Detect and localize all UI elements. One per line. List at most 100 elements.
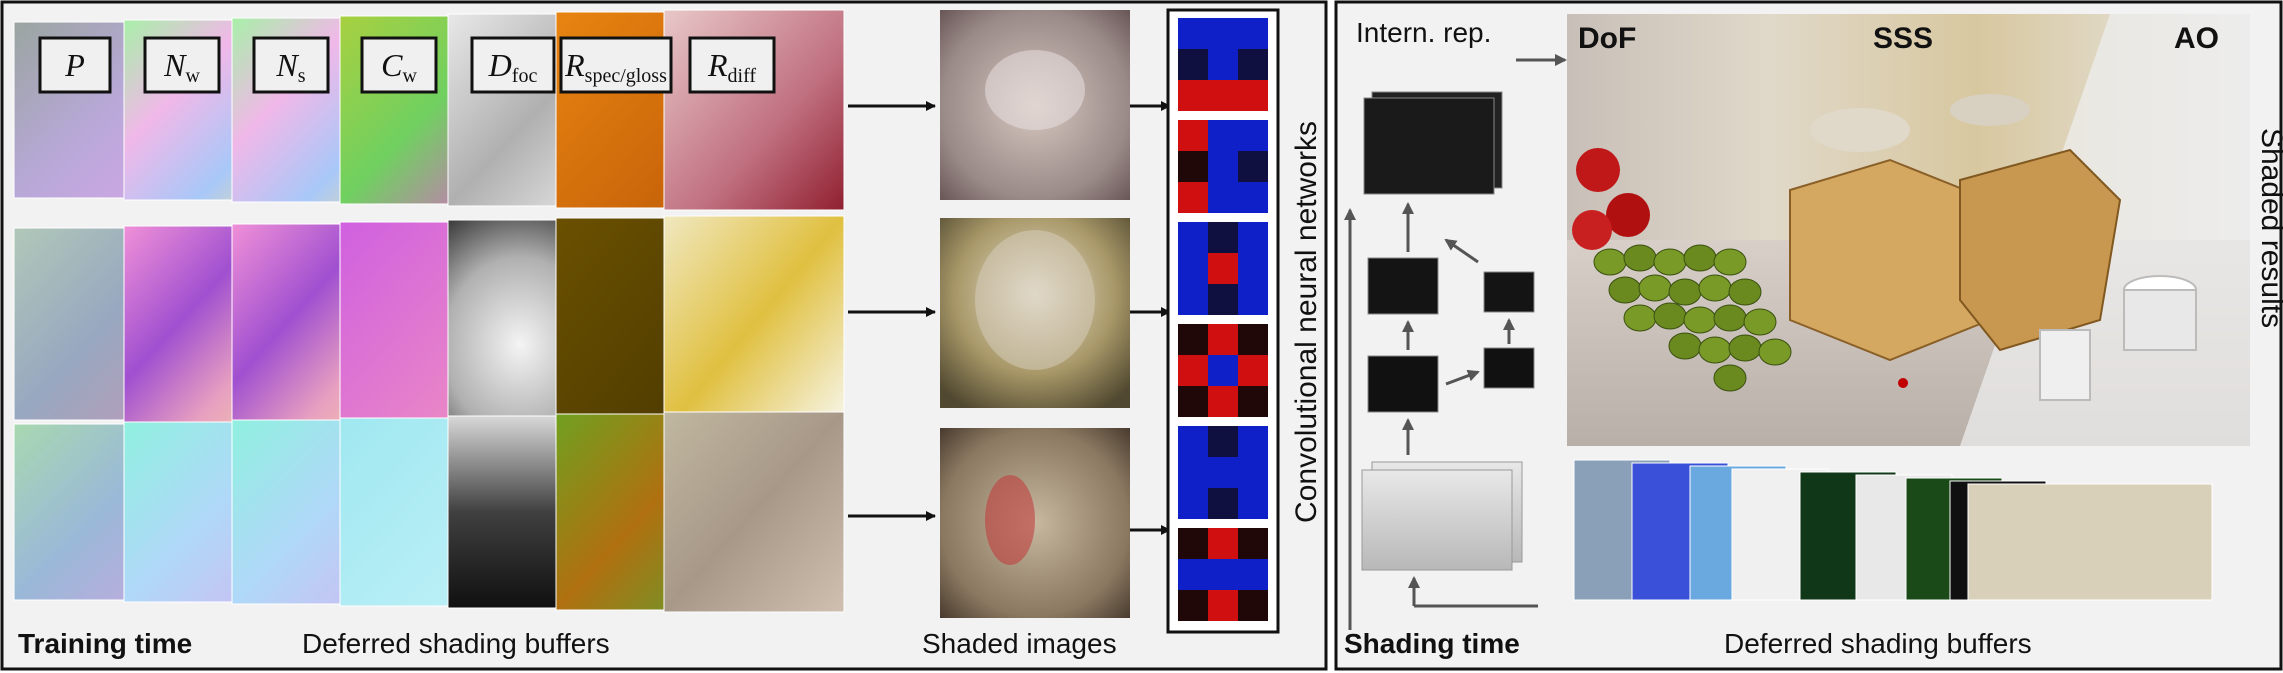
tomato-3 <box>1572 210 1612 250</box>
kernel-cell <box>1208 18 1238 49</box>
kernel-cell <box>1208 355 1238 386</box>
grape <box>1668 278 1702 306</box>
kernel-cell <box>1238 284 1268 315</box>
buffer-label-text: Ns <box>275 47 305 87</box>
kernel-cell <box>1238 253 1268 284</box>
training-caption-shaded: Shaded images <box>922 628 1117 659</box>
kernel-cell <box>1238 488 1268 519</box>
tomato-1 <box>1576 148 1620 192</box>
training-buffer-rows <box>13 9 845 613</box>
cnn-kernel-2 <box>1178 120 1268 213</box>
feature-map-mid-right <box>1483 271 1535 313</box>
kernel-cell <box>1238 426 1268 457</box>
kernel-cell <box>1208 222 1238 253</box>
kernel-cell <box>1178 590 1208 621</box>
grape <box>1698 274 1732 302</box>
kernel-cell <box>1208 426 1238 457</box>
buffer-label-6: Rspec/gloss <box>559 36 673 94</box>
kernel-cell <box>1208 457 1238 488</box>
shaded-result-scene: DoF SSS AO <box>1567 14 2250 446</box>
kernel-cell <box>1208 120 1238 151</box>
training-caption-bold: Training time <box>18 628 192 659</box>
shaded-image-1-detail <box>985 50 1085 130</box>
buffer-label-box <box>688 36 776 94</box>
kernel-cell <box>1238 222 1268 253</box>
row-arrows <box>848 101 1171 535</box>
kernel-cell <box>1238 559 1268 590</box>
feature-map-large <box>1363 97 1495 195</box>
kernel-cell <box>1208 182 1238 213</box>
cnn-label: Convolutional neural networks <box>1290 121 1323 523</box>
cnn-kernel-6 <box>1178 528 1268 621</box>
feature-map-small-right <box>1483 347 1535 389</box>
feature-map-small-left <box>1367 355 1439 413</box>
kernel-cell <box>1238 590 1268 621</box>
grape <box>1593 248 1627 276</box>
grape <box>1713 304 1747 332</box>
kernel-cell <box>1238 457 1268 488</box>
shading-caption-bold: Shading time <box>1344 628 1520 659</box>
kernel-cell <box>1208 151 1238 182</box>
kernel-cell <box>1238 386 1268 417</box>
training-caption-buffers: Deferred shading buffers <box>302 628 610 659</box>
shaded-images <box>940 10 1130 618</box>
kernel-cell <box>1178 222 1208 253</box>
kernel-cell <box>1238 49 1268 80</box>
kernel-cell <box>1238 182 1268 213</box>
kernel-cell <box>1208 590 1238 621</box>
cnn-kernel-3 <box>1178 222 1268 315</box>
intern-rep-label: Intern. rep. <box>1356 17 1491 48</box>
buffer-label-2: Nw <box>143 36 221 94</box>
kernel-cell <box>1178 426 1208 457</box>
cnn-kernel-4 <box>1178 324 1268 417</box>
kernel-cell <box>1238 355 1268 386</box>
kernel-cell <box>1238 528 1268 559</box>
shading-buffer-tile-9 <box>1967 483 2213 601</box>
net-arrow-6 <box>1444 238 1479 264</box>
grape <box>1683 244 1717 272</box>
kernel-cell <box>1208 386 1238 417</box>
grape <box>1758 338 1792 366</box>
buffer-tile-row2-col7 <box>663 215 845 433</box>
kernel-cell <box>1178 49 1208 80</box>
kernel-cell <box>1238 80 1268 111</box>
kernel-cell <box>1238 18 1268 49</box>
kernel-cell <box>1208 284 1238 315</box>
kernel-cell <box>1208 253 1238 284</box>
shaded-image-2-detail <box>975 230 1095 370</box>
kernel-cell <box>1178 18 1208 49</box>
network-graph <box>1344 91 1538 630</box>
buffer-label-text: P <box>64 47 85 83</box>
effect-label-dof: DoF <box>1578 22 1636 55</box>
feature-map-mid-left <box>1367 257 1439 315</box>
buffer-label-4: Cw <box>360 36 438 94</box>
kernel-cell <box>1178 120 1208 151</box>
kernel-cell <box>1238 151 1268 182</box>
kernel-cell <box>1178 80 1208 111</box>
buffer-label-7: Rdiff <box>688 36 776 94</box>
buffer-label-1: P <box>38 36 112 94</box>
kernel-cell <box>1208 49 1238 80</box>
kernel-cell <box>1178 457 1208 488</box>
kernel-cell <box>1178 324 1208 355</box>
grape <box>1683 306 1717 334</box>
buffer-label-text: Rspec/gloss <box>564 47 667 87</box>
grape <box>1653 302 1687 330</box>
kernel-cell <box>1178 355 1208 386</box>
shaded-image-3-detail <box>985 475 1035 565</box>
shading-buffer-stack <box>1573 459 2213 601</box>
effect-label-ao: AO <box>2174 22 2219 55</box>
grape <box>1698 336 1732 364</box>
cnn-kernel-1 <box>1178 18 1268 111</box>
mushroom-cap-2 <box>1950 94 2030 126</box>
buffer-label-box <box>559 36 673 94</box>
kernel-cell <box>1238 324 1268 355</box>
grape <box>1638 274 1672 302</box>
shaded-image-3 <box>940 428 1130 618</box>
cnn-kernel-5 <box>1178 426 1268 519</box>
buffer-label-text: Cw <box>381 47 417 87</box>
buffer-label-3: Ns <box>252 36 330 94</box>
